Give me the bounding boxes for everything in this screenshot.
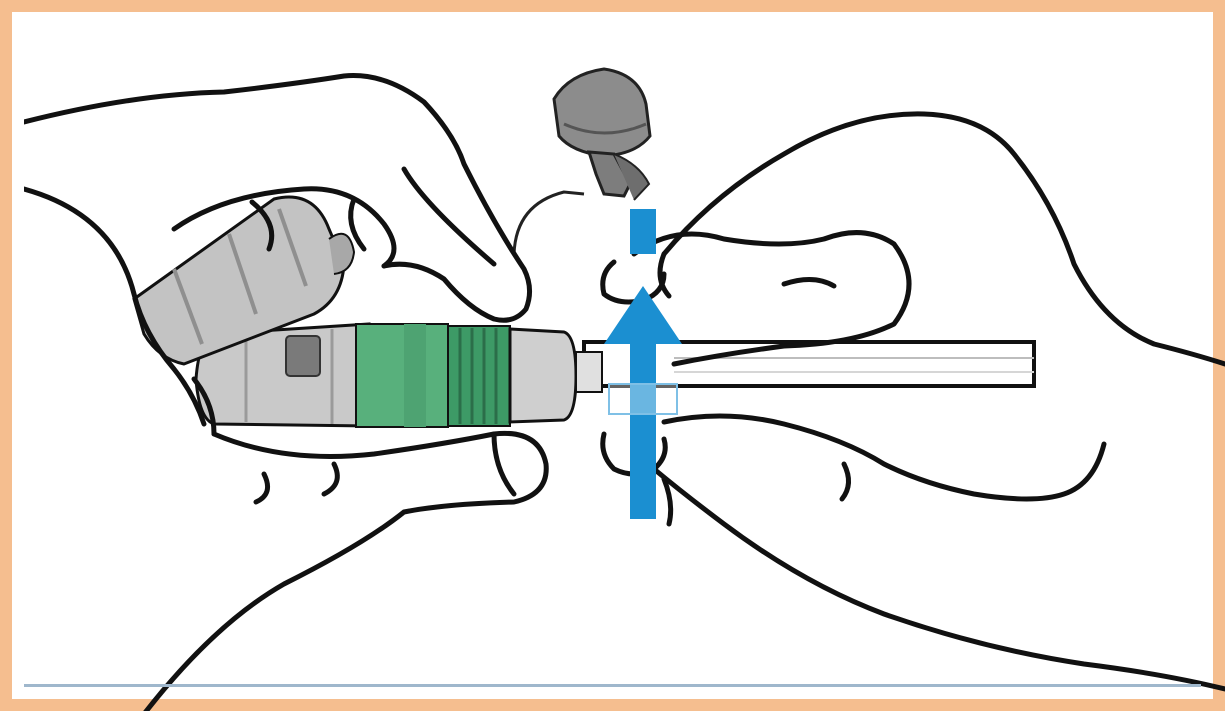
right-hand-icon xyxy=(603,114,1225,689)
bottom-rule xyxy=(24,684,1201,687)
tip-cap-icon xyxy=(514,69,650,254)
illustration xyxy=(24,24,1225,711)
